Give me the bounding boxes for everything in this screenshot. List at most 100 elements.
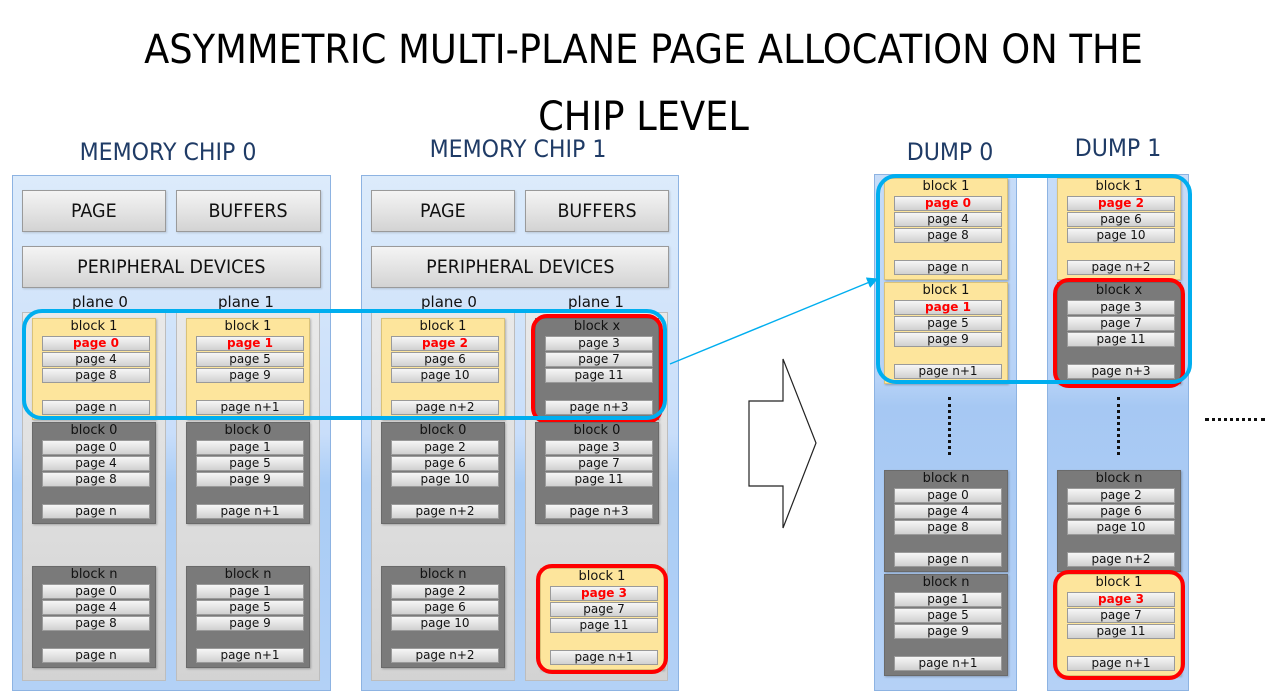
page-cell: page 7 bbox=[1067, 608, 1175, 623]
block-label: block n bbox=[70, 567, 118, 582]
page-cell: page 9 bbox=[196, 472, 304, 487]
page-cell: page 6 bbox=[391, 456, 499, 471]
page-cell: page 5 bbox=[894, 316, 1002, 331]
page-cell: page n+1 bbox=[196, 400, 304, 415]
page-cell-highlighted: page 2 bbox=[1067, 196, 1175, 211]
page-cell-highlighted: page 2 bbox=[391, 336, 499, 351]
page-cell: page 2 bbox=[391, 584, 499, 599]
transform-arrow-icon bbox=[748, 358, 817, 529]
chip-0-page-label: PAGE bbox=[71, 200, 117, 222]
chip-0-peripheral-label: PERIPHERAL DEVICES bbox=[77, 256, 266, 278]
memory-chip-1-heading: MEMORY CHIP 1 bbox=[429, 135, 607, 163]
block-label: block 1 bbox=[922, 283, 970, 298]
page-cell: page n+2 bbox=[391, 648, 499, 663]
block-label: block x bbox=[573, 319, 621, 334]
continuation-ellipsis bbox=[1205, 418, 1265, 421]
page-cell: page n bbox=[42, 648, 150, 663]
block-label: block 1 bbox=[1095, 179, 1143, 194]
page-cell: page 11 bbox=[550, 618, 658, 633]
page-cell: page n bbox=[894, 260, 1002, 275]
block-label: block 1 bbox=[70, 319, 118, 334]
block-label: block 1 bbox=[1095, 575, 1143, 590]
page-cell: page n bbox=[894, 552, 1002, 567]
page-cell-highlighted: page 3 bbox=[550, 586, 658, 601]
dump-1-heading: DUMP 1 bbox=[1074, 134, 1162, 162]
chip-1-peripheral-label: PERIPHERAL DEVICES bbox=[425, 256, 615, 278]
page-cell: page 7 bbox=[545, 352, 653, 367]
block-label: block x bbox=[1095, 283, 1143, 298]
page-cell: page 8 bbox=[894, 520, 1002, 535]
page-cell: page n+3 bbox=[545, 504, 653, 519]
page-cell: page n+2 bbox=[1067, 552, 1175, 567]
mapping-arrow bbox=[669, 277, 879, 365]
page-cell: page 5 bbox=[196, 456, 304, 471]
page-cell: page 5 bbox=[196, 600, 304, 615]
chip-0-buffers-label: BUFFERS bbox=[208, 200, 289, 222]
chip-1-buffers-bar: BUFFERS bbox=[525, 190, 669, 232]
page-cell: page n bbox=[42, 400, 150, 415]
chip-0-page-bar: PAGE bbox=[22, 190, 166, 232]
block-label: block n bbox=[922, 575, 970, 590]
page-cell-highlighted: page 3 bbox=[1067, 592, 1175, 607]
page-cell: page 9 bbox=[894, 624, 1002, 639]
page-cell: page 11 bbox=[1067, 332, 1175, 347]
page-cell: page 2 bbox=[391, 440, 499, 455]
page-cell: page 4 bbox=[42, 600, 150, 615]
page-cell: page 4 bbox=[42, 456, 150, 471]
page-cell: page 4 bbox=[894, 212, 1002, 227]
block-label: block 0 bbox=[224, 423, 272, 438]
page-cell: page 9 bbox=[894, 332, 1002, 347]
block-label: block 1 bbox=[419, 319, 467, 334]
block-label: block 1 bbox=[922, 179, 970, 194]
page-cell: page 10 bbox=[391, 616, 499, 631]
dump-0-ellipsis bbox=[948, 397, 952, 455]
chip-1-page-label: PAGE bbox=[420, 200, 466, 222]
page-cell: page 4 bbox=[894, 504, 1002, 519]
page-cell: page 8 bbox=[894, 228, 1002, 243]
dump-0-heading: DUMP 0 bbox=[906, 138, 994, 166]
page-cell: page n+2 bbox=[391, 400, 499, 415]
page-cell: page n bbox=[42, 504, 150, 519]
page-cell: page n+1 bbox=[894, 364, 1002, 379]
page-cell: page 7 bbox=[550, 602, 658, 617]
page-cell: page 8 bbox=[42, 368, 150, 383]
block-label: block 1 bbox=[578, 569, 626, 584]
page-cell: page 11 bbox=[545, 472, 653, 487]
chip-0-plane-1-label: plane 1 bbox=[218, 293, 274, 311]
page-cell: page 10 bbox=[1067, 520, 1175, 535]
page-cell-highlighted: page 1 bbox=[196, 336, 304, 351]
chip-0-plane-0-label: plane 0 bbox=[72, 293, 128, 311]
page-cell: page 11 bbox=[545, 368, 653, 383]
page-cell: page 10 bbox=[391, 472, 499, 487]
page-cell: page 6 bbox=[1067, 504, 1175, 519]
chip-1-plane-1-label: plane 1 bbox=[568, 293, 624, 311]
page-cell: page 6 bbox=[1067, 212, 1175, 227]
page-cell-highlighted: page 1 bbox=[894, 300, 1002, 315]
chip-1-buffers-label: BUFFERS bbox=[557, 200, 637, 222]
page-cell: page 1 bbox=[196, 584, 304, 599]
slide-title-line-1: ASYMMETRIC MULTI-PLANE PAGE ALLOCATION O… bbox=[144, 27, 1143, 73]
page-cell: page n+3 bbox=[545, 400, 653, 415]
page-cell: page 4 bbox=[42, 352, 150, 367]
page-cell: page 3 bbox=[1067, 300, 1175, 315]
page-cell: page 10 bbox=[1067, 228, 1175, 243]
dump-1-ellipsis bbox=[1117, 397, 1121, 455]
chip-1-page-bar: PAGE bbox=[371, 190, 515, 232]
page-cell: page 3 bbox=[545, 440, 653, 455]
page-cell: page 9 bbox=[196, 368, 304, 383]
page-cell: page 0 bbox=[42, 584, 150, 599]
page-cell: page 5 bbox=[196, 352, 304, 367]
page-cell: page 0 bbox=[42, 440, 150, 455]
page-cell: page n+2 bbox=[1067, 260, 1175, 275]
